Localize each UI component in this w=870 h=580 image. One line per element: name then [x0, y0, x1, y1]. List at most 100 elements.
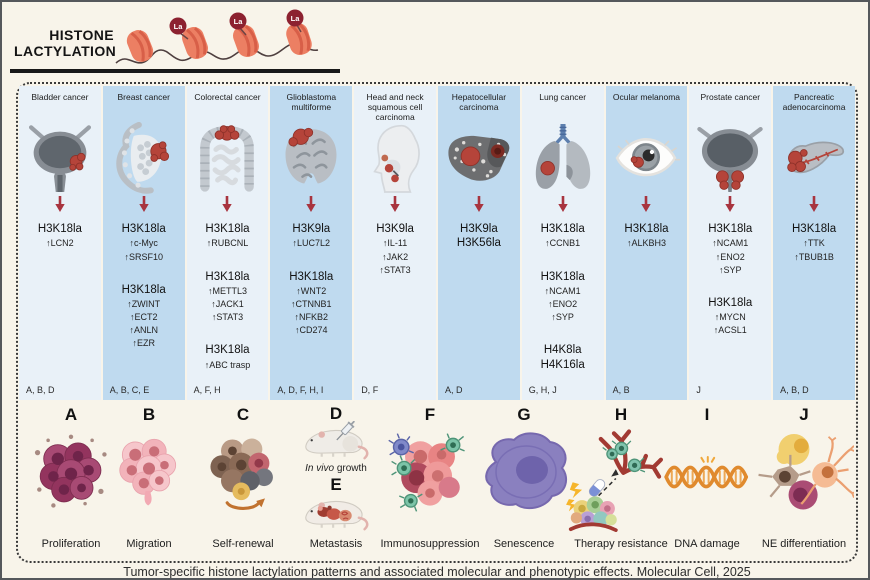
- mark-group: H3K18la↑METTL3↑JACK1↑STAT3: [187, 270, 269, 324]
- cancer-name: Breast cancer: [117, 92, 170, 102]
- cancer-name: Lung cancer: [539, 92, 587, 102]
- down-arrow-icon: [773, 196, 855, 212]
- mark-group: H3K9la ↑LUC7L2: [270, 222, 352, 250]
- cancer-name: Glioblastoma multiforme: [286, 92, 337, 113]
- regulated-gene: ↑JACK1: [211, 299, 244, 310]
- cancer-name: Ocular melanoma: [612, 92, 681, 102]
- regulated-gene: ↑ENO2: [715, 251, 745, 262]
- regulated-gene: ↑CTNNB1: [291, 299, 332, 310]
- mark-group: H3K18la↑TTK↑TBUB1B: [773, 222, 855, 263]
- down-arrow-icon: [103, 196, 185, 212]
- regulated-gene: ↑TTK: [803, 238, 825, 249]
- regulated-gene: ↑ECT2: [129, 312, 158, 323]
- cancer-name: Hepatocellular carcinoma: [451, 92, 507, 113]
- eye-icon: [606, 120, 688, 196]
- histone-mark: H3K9la: [292, 223, 331, 235]
- colon-icon: [187, 120, 269, 196]
- regulated-gene: ↑LCN2: [46, 238, 74, 249]
- histone-mark: H3K18la: [37, 223, 82, 235]
- histone-mark: H3K18la: [540, 270, 585, 283]
- svg-text:La: La: [291, 14, 301, 23]
- liver-icon: [438, 120, 520, 196]
- figure-caption: Tumor-specific histone lactylation patte…: [123, 565, 751, 579]
- phenotype-letters: A, D, F, H, I: [277, 385, 324, 395]
- regulated-gene: ↑LUC7L2: [292, 238, 331, 249]
- regulated-gene: ↑RUBCNL: [206, 238, 249, 249]
- title-underline: [10, 69, 340, 73]
- regulated-gene: ↑METTL3: [207, 285, 247, 296]
- histone-mark-groups: H3K18la ↑LCN2: [19, 222, 101, 250]
- breast-icon: [103, 120, 185, 196]
- lactate-mark-icon: La: [169, 17, 189, 40]
- mark-group: H3K18la↑NCAM1↑ENO2↑SYP: [689, 222, 771, 276]
- mark-group: H3K18la ↑ZWINT ↑ECT2 ↑ANLN ↑EZR: [103, 283, 185, 350]
- mark-group: H3K9la↑IL-11↑JAK2↑STAT3: [354, 222, 436, 276]
- regulated-gene: ↑STAT3: [211, 312, 244, 323]
- regulated-gene: ↑ANLN: [129, 325, 158, 336]
- regulated-gene: ↑ENO2: [548, 299, 578, 310]
- histone-mark: H3K9la: [376, 223, 414, 235]
- regulated-gene: ↑SRSF10: [124, 251, 163, 262]
- histone-mark-groups: H3K18la↑TTK↑TBUB1B: [773, 222, 855, 263]
- regulated-gene: ↑NFKB2: [294, 312, 329, 323]
- regulated-gene: ↑ZWINT: [127, 299, 161, 310]
- lactate-mark-icon: La: [229, 12, 247, 36]
- mark-group: H3K18la ↑RUBCNL: [187, 222, 269, 250]
- mark-group: H3K18la ↑WNT2 ↑CTNNB1 ↑NFKB2 ↑CD274: [270, 270, 352, 337]
- down-arrow-icon: [606, 196, 688, 212]
- histone-mark: H3K18la: [540, 223, 585, 235]
- bladder-icon: [19, 120, 101, 196]
- cancer-name: Head and neck squamous cell carcinoma: [366, 92, 424, 123]
- regulated-gene: ↑WNT2: [296, 285, 327, 296]
- down-arrow-icon: [19, 196, 101, 212]
- down-arrow-icon: [689, 196, 771, 212]
- cancer-name: Colorectal cancer: [194, 92, 261, 102]
- phenotype-letters: A, D: [444, 385, 463, 395]
- regulated-gene: ↑EZR: [132, 338, 155, 349]
- histone-mark: H3K18la: [289, 270, 334, 283]
- brain-icon: [270, 120, 352, 196]
- lungs-icon: [522, 120, 604, 196]
- nucleosome-illustration: La La La: [114, 6, 329, 70]
- regulated-gene: ↑CD274: [295, 325, 328, 336]
- regulated-gene: ↑IL-11: [382, 238, 408, 249]
- histone-mark: H3K18la: [121, 283, 166, 296]
- mark-group: H3K18la ↑LCN2: [19, 222, 101, 250]
- histone-mark: H3K56la: [456, 237, 501, 250]
- down-arrow-icon: [354, 196, 436, 212]
- phenotype-letters: A, B, C, E: [109, 385, 150, 395]
- histone-mark: H3K18la: [121, 223, 166, 235]
- regulated-gene: ↑ALKBH3: [626, 238, 666, 249]
- mark-group: H3K18la↑ALKBH3: [606, 222, 688, 250]
- head-neck-icon: [354, 120, 436, 196]
- regulated-gene: ↑JAK2: [382, 251, 409, 262]
- regulated-gene: ↑NCAM1: [544, 285, 581, 296]
- mark-group: H3K18la↑MYCN↑ACSL1: [689, 296, 771, 337]
- regulated-gene: ↑MYCN: [714, 312, 746, 323]
- cancer-name: Pancreatic adenocarcinoma: [782, 92, 846, 113]
- histone-mark: H4K8la: [543, 344, 582, 357]
- figure-title-line1: HISTONE: [49, 27, 114, 43]
- histone-mark: H3K18la: [205, 223, 250, 235]
- prostate-icon: [689, 120, 771, 196]
- down-arrow-icon: [522, 196, 604, 212]
- mark-group: H3K18la↑ABC trasp: [187, 343, 269, 371]
- regulated-gene: ↑SYP: [719, 264, 742, 275]
- cancer-name: Bladder cancer: [31, 92, 89, 102]
- phenotype-letters: A, F, H: [193, 385, 221, 395]
- figure-title-line2: LACTYLATION: [14, 42, 117, 59]
- phenotype-letters: G, H, J: [528, 385, 557, 395]
